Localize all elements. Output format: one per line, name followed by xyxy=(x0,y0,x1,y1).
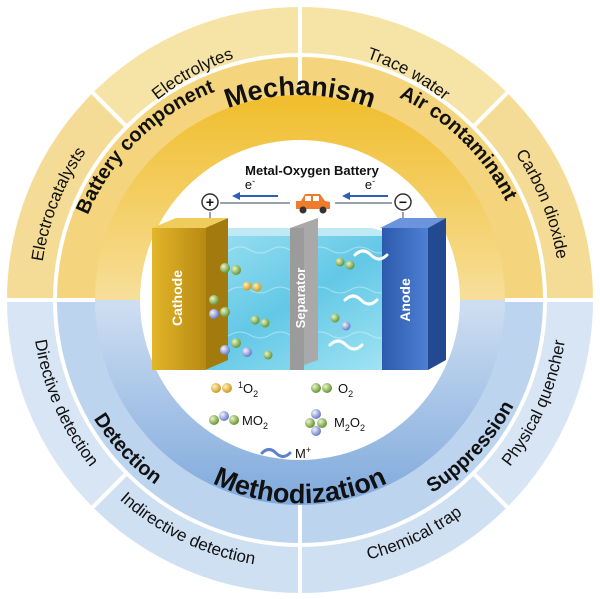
singlet-oxygen-icon xyxy=(211,383,221,393)
oxygen-molecule-icon xyxy=(345,260,355,270)
singlet-oxygen-icon xyxy=(252,282,262,292)
minus-sign: − xyxy=(399,194,407,210)
anode-label: Anode xyxy=(397,278,413,322)
oxygen-molecule-icon xyxy=(250,315,260,325)
mo2-molecule-icon xyxy=(330,313,340,323)
m2o2-molecule-icon xyxy=(311,409,321,419)
mo2-molecule-icon xyxy=(220,307,230,317)
m2o2-molecule-icon xyxy=(231,338,241,348)
m2o2-molecule-icon xyxy=(311,426,321,436)
metal-ion-icon xyxy=(260,448,292,458)
legend-item-mo2: MO2 xyxy=(209,411,268,431)
molecules-in-cell xyxy=(209,249,389,360)
oxygen-molecule-icon xyxy=(311,383,321,393)
cathode-plate xyxy=(152,228,206,370)
battery-illustration: Metal-Oxygen Battery + − e- e- xyxy=(152,163,446,461)
legend: 1O2 O2 MO2 M2O2 M+ xyxy=(209,380,365,461)
legend-metal-ion-label: M+ xyxy=(295,445,311,461)
plus-terminal-icon xyxy=(201,193,219,211)
metal-ion-icon xyxy=(328,339,364,351)
m2o2-molecule-icon xyxy=(242,347,252,357)
m2o2-molecule-icon xyxy=(220,345,230,355)
car-icon xyxy=(296,194,330,214)
electron-arrowhead-left-icon xyxy=(232,192,240,200)
separator-label: Separator xyxy=(293,268,308,329)
anode-plate-side xyxy=(428,218,446,370)
cathode-plate-side xyxy=(205,218,228,370)
minus-terminal-icon xyxy=(394,193,412,211)
separator-face xyxy=(290,228,304,370)
electron-label-left: e- xyxy=(245,176,255,192)
metal-ion-icon xyxy=(353,249,389,261)
legend-singlet-oxygen-label: 1O2 xyxy=(238,380,258,399)
legend-item-oxygen: O2 xyxy=(311,381,353,399)
singlet-oxygen-icon xyxy=(222,383,232,393)
electron-label-right: e- xyxy=(365,176,375,192)
cathode-plate-top xyxy=(152,218,228,228)
oxygen-molecule-icon xyxy=(322,383,332,393)
legend-oxygen-label: O2 xyxy=(338,381,353,399)
m2o2-molecule-icon xyxy=(305,418,315,428)
metal-ion-icon xyxy=(343,294,379,306)
cathode-label: Cathode xyxy=(169,270,185,326)
anode-plate-top xyxy=(380,218,446,228)
oxygen-molecule-icon xyxy=(220,263,230,273)
singlet-oxygen-icon xyxy=(242,281,252,291)
mo2-molecule-icon xyxy=(229,415,239,425)
m2o2-molecule-icon xyxy=(317,418,327,428)
oxygen-molecule-icon xyxy=(335,257,345,267)
oxygen-molecule-icon xyxy=(260,318,270,328)
legend-item-metal-ion: M+ xyxy=(260,445,311,461)
mo2-molecule-icon xyxy=(341,321,351,331)
legend-item-m2o2: M2O2 xyxy=(305,409,365,436)
mo2-molecule-icon xyxy=(209,415,219,425)
oxygen-molecule-icon xyxy=(231,265,241,275)
mo2-molecule-icon xyxy=(209,295,219,305)
legend-mo2-label: MO2 xyxy=(242,413,268,431)
legend-m2o2-label: M2O2 xyxy=(334,415,365,433)
legend-item-singlet-oxygen: 1O2 xyxy=(211,380,258,399)
battery-title: Metal-Oxygen Battery xyxy=(245,163,379,178)
oxygen-molecule-icon xyxy=(263,350,273,360)
electron-arrowhead-right-icon xyxy=(342,192,350,200)
plus-sign: + xyxy=(206,194,214,210)
mo2-molecule-icon xyxy=(209,309,219,319)
anode-plate xyxy=(382,228,428,370)
mo2-molecule-icon xyxy=(219,411,229,421)
